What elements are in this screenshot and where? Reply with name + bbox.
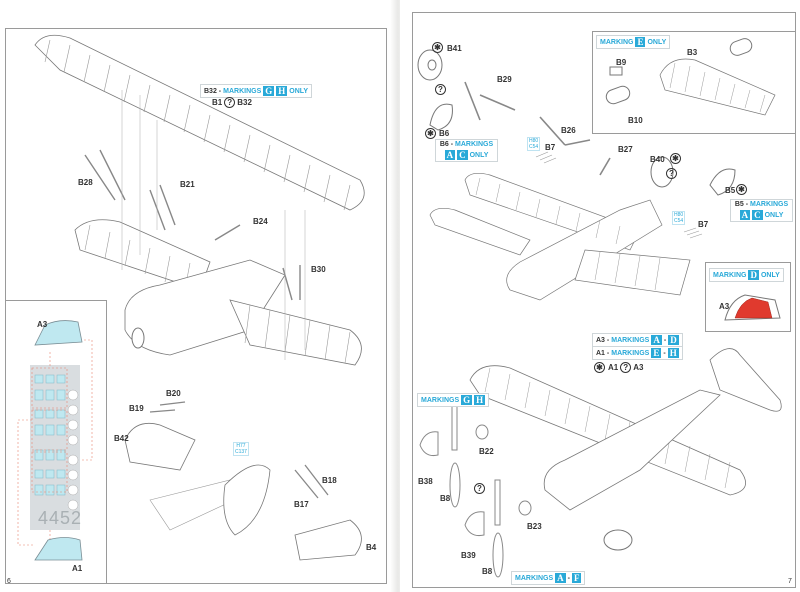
marking-note-a3: A3 - MARKINGS A - D <box>592 333 683 347</box>
struts <box>84 149 301 301</box>
mask-sheet-number: 4452 <box>38 508 83 528</box>
option-symbol-icon: ? <box>620 362 632 373</box>
mask-inset-frame <box>5 300 107 584</box>
part-label-b28: B28 <box>78 178 93 187</box>
big-wheel <box>603 529 633 551</box>
star-symbol-icon: ✱ <box>670 153 681 164</box>
part-label-b17: B17 <box>294 500 309 509</box>
tailplane-left <box>124 422 196 471</box>
part-label-b29: B29 <box>497 75 512 84</box>
propeller-b8-upper <box>419 404 489 508</box>
lower-wing-right <box>229 299 362 366</box>
part-label-b30: B30 <box>311 265 326 274</box>
option-symbol-icon: ? <box>474 483 485 494</box>
part-label-a3: A3 <box>37 320 48 329</box>
part-label-b24: B24 <box>253 217 268 226</box>
marking-note-b5: B5 - MARKINGS A C ONLY <box>730 199 793 222</box>
rudder <box>223 464 271 536</box>
big-tail <box>709 348 782 412</box>
part-label-b22: B22 <box>479 447 494 456</box>
paint-code-h80: H80 C54 <box>527 137 541 151</box>
page-number-right: 7 <box>788 578 792 585</box>
tailplane-right <box>294 519 362 561</box>
part-label-b19: B19 <box>129 404 144 413</box>
fuel-tank-upper <box>729 38 753 56</box>
part-label-b10: B10 <box>628 116 643 125</box>
option-b1-b32: B1 ? B32 <box>212 97 252 108</box>
big-upper-wing <box>469 365 747 496</box>
part-label-b38: B38 <box>418 477 433 486</box>
spat-b5 <box>709 168 736 196</box>
marking-note-b6: B6 - MARKINGS A C ONLY <box>435 139 498 162</box>
canopy-a1 <box>34 537 83 561</box>
marking-note-gh: MARKINGS G H <box>417 393 490 407</box>
left-page-drawing <box>17 34 365 561</box>
part-label-b40: B40 <box>650 155 665 164</box>
page-7-frame <box>412 12 796 588</box>
upper-wing <box>34 34 365 211</box>
marking-e-inset-frame <box>592 31 796 134</box>
upper-wing-ribs <box>44 39 351 211</box>
star-symbol-icon: ✱ <box>432 42 443 53</box>
marking-note-e-only: MARKING E ONLY <box>596 35 671 49</box>
part-label-a1: A1 <box>72 564 83 573</box>
part-label-a3: A3 <box>719 302 730 311</box>
paint-code-h80-second: H80 C54 <box>672 211 686 225</box>
instruction-page-7: ✱ ? ✱ ✱ ? ✱ ? ✱ B41 B29 B6 B26 B7 B27 B4… <box>400 0 800 592</box>
spat-b6 <box>429 103 453 131</box>
fuel-tank-b10 <box>605 85 631 105</box>
part-label-b27: B27 <box>618 145 633 154</box>
right-page-drawing <box>417 38 782 578</box>
part-label-b9: B9 <box>616 58 627 67</box>
option-symbol-icon: ? <box>435 84 446 95</box>
part-label-b26: B26 <box>561 126 576 135</box>
part-label-b42: B42 <box>114 434 129 443</box>
part-label-b8-second: B8 <box>482 567 493 576</box>
part-label-b8: B8 <box>440 494 451 503</box>
part-label-b4: B4 <box>366 543 377 552</box>
propeller-b8-lower <box>464 479 532 578</box>
part-label-b39: B39 <box>461 551 476 560</box>
marking-note-d-only: MARKING D ONLY <box>709 268 784 282</box>
part-label-b41: B41 <box>447 44 462 53</box>
part-label-b20: B20 <box>166 389 181 398</box>
star-symbol-icon: ✱ <box>736 184 747 195</box>
part-label-b3: B3 <box>687 48 698 57</box>
fuselage-top-view <box>506 199 663 301</box>
option-symbol-icon: ? <box>224 97 236 108</box>
part-label-b23: B23 <box>527 522 542 531</box>
option-symbol-icon: ? <box>666 168 677 179</box>
right-wing-top-view <box>574 249 691 296</box>
part-label-b7-second: B7 <box>698 220 709 229</box>
lower-wing-top-view <box>429 208 531 256</box>
star-symbol-icon: ✱ <box>594 362 605 373</box>
part-b9-shape <box>609 66 623 76</box>
canopy-a3 <box>34 320 83 346</box>
mask-sheet <box>17 339 93 546</box>
marking-note-a1: A1 - MARKINGS E - H <box>592 346 683 360</box>
part-label-b18: B18 <box>322 476 337 485</box>
star-symbol-icon: ✱ <box>425 128 436 139</box>
marking-d-inset-frame <box>705 262 791 332</box>
paint-code-h77: H77 C137 <box>233 442 249 456</box>
part-label-b5: B5 <box>725 186 736 195</box>
part-label-b7: B7 <box>545 143 556 152</box>
instruction-page-6: B28 B21 B24 B30 B20 B19 B42 B18 B17 B4 A… <box>0 0 395 592</box>
marking-note-af: MARKINGS A - F <box>511 571 586 585</box>
page-number-left: 6 <box>7 578 11 585</box>
wing-panel-b3 <box>659 58 776 116</box>
marking-note-b32: B32 - MARKINGS G H ONLY <box>200 84 313 98</box>
part-label-b6: B6 <box>439 129 450 138</box>
part-label-b21: B21 <box>180 180 195 189</box>
option-a1-a3: A1 ? A3 <box>608 362 644 373</box>
big-fuselage <box>543 389 721 511</box>
